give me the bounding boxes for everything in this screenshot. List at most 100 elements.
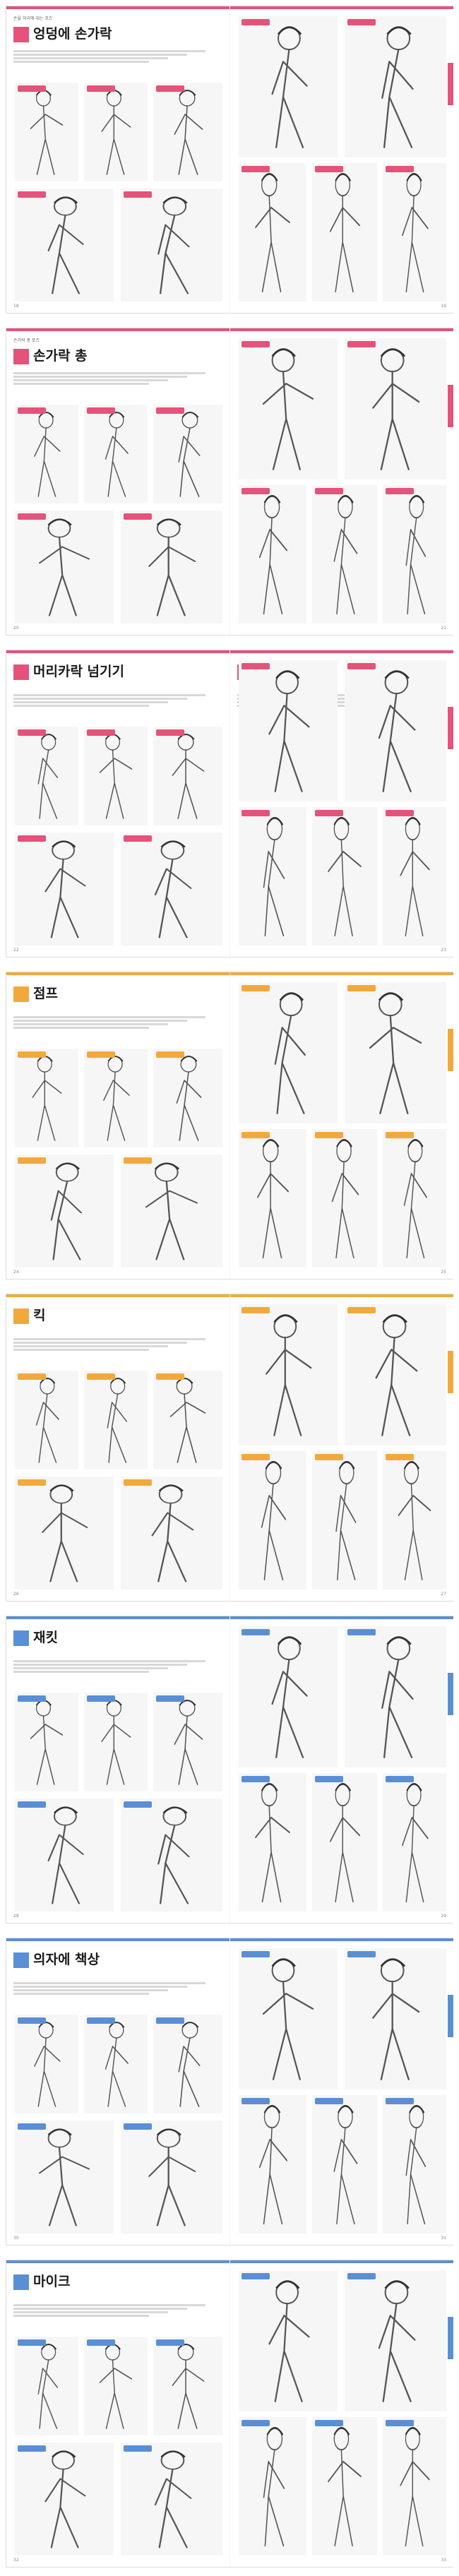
callout-label bbox=[124, 2445, 152, 2452]
accent-band bbox=[6, 6, 230, 9]
book-spread: 재킷 28 bbox=[6, 1616, 453, 1924]
section-title: 머리카락 넘기기 bbox=[13, 661, 222, 680]
pose-illustration bbox=[239, 1948, 338, 2089]
callout-label bbox=[386, 166, 414, 172]
callout-label bbox=[18, 2339, 46, 2346]
pose-illustration bbox=[239, 2270, 338, 2411]
accent-band bbox=[230, 1294, 453, 1297]
section-title: 마이크 bbox=[13, 2271, 222, 2290]
pose-illustration bbox=[84, 2337, 148, 2435]
page-number: 23 bbox=[441, 948, 446, 953]
text-line bbox=[13, 2304, 206, 2306]
text-line bbox=[13, 1338, 206, 1340]
text-line bbox=[13, 1982, 206, 1984]
callout-label bbox=[242, 810, 270, 816]
callout-label bbox=[315, 166, 343, 172]
pose-illustration bbox=[15, 1155, 114, 1268]
callout-label bbox=[124, 191, 152, 198]
body-text-block bbox=[13, 1337, 222, 1365]
section-number-badge bbox=[13, 664, 29, 680]
section-number-badge bbox=[13, 1630, 29, 1646]
callout-label bbox=[124, 1479, 152, 1486]
section-title: 엉덩에 손가락 bbox=[13, 23, 222, 42]
text-line bbox=[13, 372, 206, 374]
text-line bbox=[13, 376, 187, 378]
pose-illustration bbox=[383, 2417, 446, 2556]
callout-label bbox=[18, 1157, 46, 1164]
text-line bbox=[13, 705, 150, 707]
section-number-badge bbox=[13, 1952, 29, 1968]
pose-illustration bbox=[345, 1626, 446, 1767]
accent-band bbox=[230, 2260, 453, 2263]
text-line bbox=[13, 1027, 150, 1029]
section-header: 킥 bbox=[13, 1303, 222, 1344]
page-number: 22 bbox=[13, 948, 19, 953]
callout-label bbox=[386, 1776, 414, 1782]
right-page: 21 bbox=[230, 328, 453, 635]
callout-label bbox=[242, 1951, 270, 1957]
page-number: 26 bbox=[13, 1592, 19, 1597]
pose-illustration bbox=[15, 83, 78, 181]
callout-label bbox=[347, 1629, 376, 1635]
page-number: 33 bbox=[441, 2558, 446, 2563]
page-number: 30 bbox=[13, 2236, 19, 2241]
callout-label bbox=[124, 1801, 152, 1808]
pose-illustration bbox=[383, 1129, 446, 1268]
pose-illustration bbox=[121, 189, 222, 302]
text-line bbox=[13, 1345, 169, 1347]
text-line bbox=[13, 379, 169, 381]
callout-label bbox=[347, 663, 376, 669]
pose-illustration bbox=[383, 2095, 446, 2234]
callout-label bbox=[242, 2273, 270, 2279]
pose-illustration bbox=[15, 1693, 78, 1791]
accent-band bbox=[230, 1938, 453, 1941]
book-spread: 머리카락 넘기기 22머리 묶기 bbox=[6, 650, 453, 958]
pose-illustration bbox=[15, 405, 78, 503]
accent-band bbox=[230, 1616, 453, 1619]
callout-label bbox=[18, 1373, 46, 1380]
pose-illustration bbox=[15, 1049, 78, 1147]
callout-label bbox=[18, 85, 46, 92]
callout-label bbox=[315, 810, 343, 816]
callout-label bbox=[18, 513, 46, 520]
pose-illustration bbox=[15, 511, 114, 624]
chapter-tab bbox=[448, 2317, 453, 2359]
section-title-text: 의자에 책상 bbox=[33, 1952, 100, 1967]
body-text-block bbox=[13, 2303, 222, 2331]
section-header: 재킷 bbox=[13, 1625, 222, 1666]
callout-label bbox=[87, 1695, 115, 1702]
chapter-tab bbox=[448, 707, 453, 749]
pose-illustration bbox=[239, 982, 338, 1123]
right-page: 머리 묶기 23 bbox=[230, 650, 453, 957]
body-text-block bbox=[13, 371, 222, 399]
accent-band bbox=[6, 1938, 230, 1941]
pose-illustration bbox=[84, 2015, 148, 2113]
text-line bbox=[13, 2315, 150, 2317]
callout-label bbox=[18, 2017, 46, 2024]
section-number-badge bbox=[13, 26, 29, 42]
left-page: 머리카락 넘기기 22 bbox=[6, 650, 230, 957]
text-line bbox=[13, 701, 169, 703]
pose-illustration bbox=[121, 1477, 222, 1590]
text-line bbox=[13, 1664, 187, 1666]
text-line bbox=[13, 1993, 150, 1995]
chapter-tab bbox=[448, 385, 453, 427]
right-page: 25 bbox=[230, 972, 453, 1279]
pose-illustration bbox=[239, 660, 338, 801]
pose-illustration bbox=[15, 833, 114, 946]
callout-label bbox=[242, 1454, 270, 1460]
page-number: 29 bbox=[441, 1914, 446, 1919]
callout-label bbox=[18, 835, 46, 842]
pose-illustration bbox=[312, 2417, 377, 2556]
pose-illustration bbox=[345, 16, 446, 157]
callout-label bbox=[242, 1629, 270, 1635]
text-line bbox=[13, 383, 150, 385]
callout-label bbox=[87, 2339, 115, 2346]
page-number: 18 bbox=[13, 304, 19, 309]
pose-illustration bbox=[15, 727, 78, 825]
callout-label bbox=[242, 166, 270, 172]
callout-label bbox=[87, 729, 115, 736]
callout-label bbox=[87, 85, 115, 92]
